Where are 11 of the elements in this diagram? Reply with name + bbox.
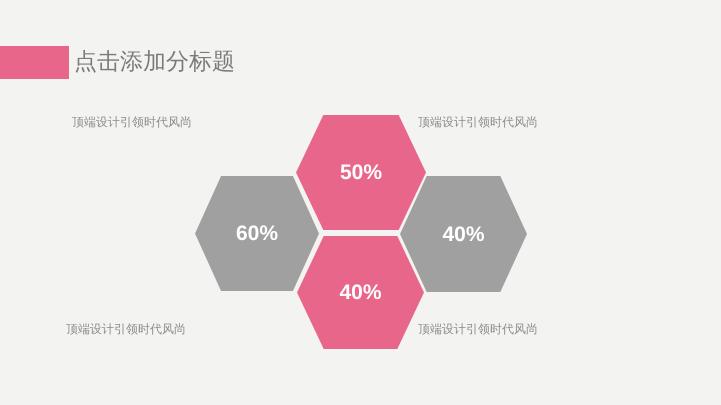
description-text: 顶端设计引领时代风尚 <box>418 114 539 131</box>
percentage-value: 50% <box>340 162 382 183</box>
description-text: 顶端设计引领时代风尚 <box>418 321 539 338</box>
hexagon <box>195 176 319 291</box>
percentage-value: 40% <box>339 282 382 303</box>
hexagon <box>400 176 527 292</box>
percentage-value: 60% <box>236 223 278 244</box>
percentage-value: 40% <box>442 224 485 244</box>
description-text: 顶端设计引领时代风尚 <box>66 321 187 338</box>
slide-title: 点击添加分标题 <box>74 48 235 77</box>
description-text: 顶端设计引领时代风尚 <box>72 114 193 131</box>
